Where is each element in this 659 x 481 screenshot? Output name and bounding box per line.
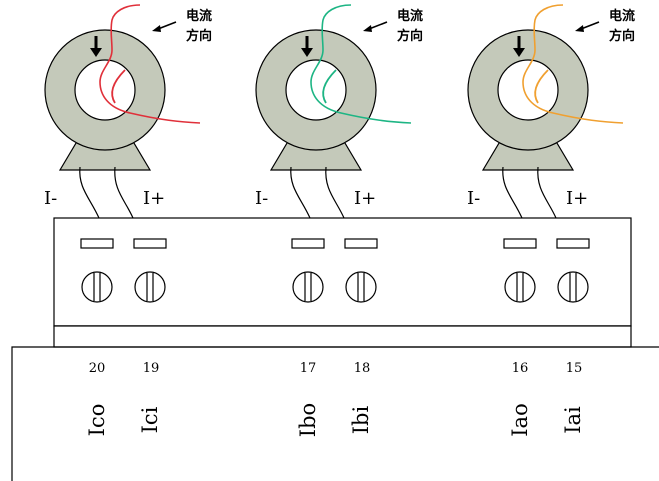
channel-label-right: Ibi (349, 405, 373, 434)
pin-number-right: 18 (354, 361, 371, 376)
lead-label-minus: I- (44, 188, 57, 209)
direction-arrow-icon (363, 25, 372, 32)
terminal-marker-right (556, 238, 590, 249)
terminal-screw-right (134, 271, 166, 303)
lead-label-plus: I+ (143, 188, 165, 209)
terminal-block-lower-strip (53, 325, 632, 348)
direction-label-line1: 电流 (609, 8, 635, 24)
direction-label-line2: 方向 (397, 28, 423, 44)
lead-wire-plus (114, 166, 134, 219)
channel-label-right: Ici (138, 406, 162, 433)
direction-arrow-icon (152, 25, 161, 32)
lead-wire-minus (502, 166, 523, 219)
terminal-marker-right (133, 238, 167, 249)
terminal-marker-left (503, 238, 537, 249)
direction-label-line2: 方向 (609, 28, 635, 44)
pin-number-left: 17 (300, 361, 317, 376)
lead-wire-minus (79, 166, 100, 219)
direction-arrow-icon (575, 25, 584, 32)
channel-label-right: Iai (561, 406, 585, 434)
channel-label-left: Ibo (296, 403, 320, 437)
conductor-wire (522, 4, 624, 124)
direction-label-line1: 电流 (186, 8, 212, 24)
lead-label-plus: I+ (354, 188, 376, 209)
lead-wire-plus (325, 166, 345, 219)
channel-label-left: Ico (85, 404, 109, 437)
terminal-block (53, 217, 632, 327)
terminal-screw-left (292, 271, 324, 303)
terminal-marker-left (291, 238, 325, 249)
lead-wire-minus (290, 166, 311, 219)
conductor-wire-hole (322, 69, 337, 104)
pin-number-right: 19 (143, 361, 160, 376)
direction-arrow-line (368, 21, 388, 30)
terminal-screw-left (504, 271, 536, 303)
conductor-wire-hole (534, 69, 549, 104)
direction-label-line1: 电流 (397, 8, 423, 24)
terminal-screw-right (345, 271, 377, 303)
lead-wire-plus (537, 166, 557, 219)
conductor-wire (310, 4, 412, 124)
terminal-screw-left (81, 271, 113, 303)
channel-label-left: Iao (508, 403, 532, 436)
down-arrow-icon (301, 48, 313, 57)
conductor-wire (99, 4, 201, 124)
down-arrow-icon (90, 48, 102, 57)
lead-label-minus: I- (255, 188, 268, 209)
pin-number-left: 16 (512, 361, 529, 376)
direction-arrow-line (157, 21, 177, 30)
direction-label-line2: 方向 (186, 28, 212, 44)
terminal-marker-right (344, 238, 378, 249)
terminal-marker-left (80, 238, 114, 249)
terminal-screw-right (557, 271, 589, 303)
device-body (11, 346, 659, 481)
direction-arrow-line (580, 21, 600, 30)
conductor-wire-hole (111, 69, 126, 104)
lead-label-minus: I- (467, 188, 480, 209)
down-arrow-icon (513, 48, 525, 57)
pin-number-right: 15 (566, 361, 583, 376)
pin-number-left: 20 (89, 361, 106, 376)
lead-label-plus: I+ (566, 188, 588, 209)
